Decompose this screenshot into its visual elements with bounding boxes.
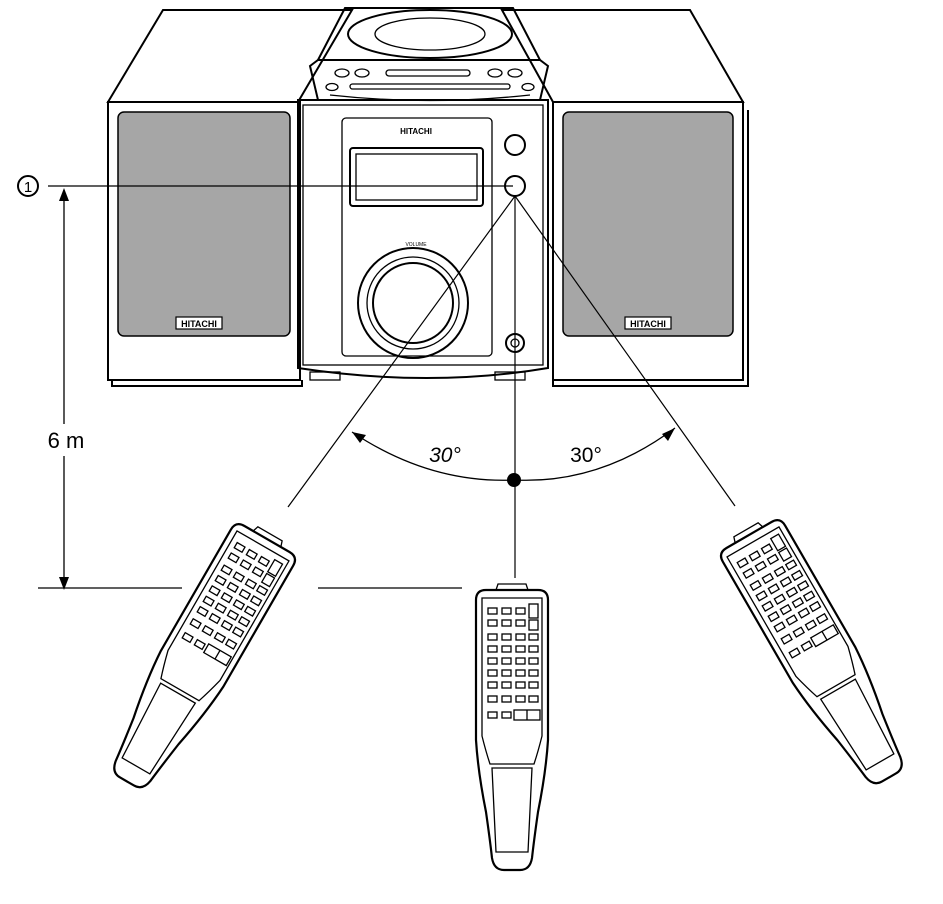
left-speaker-logo: HITACHI [181,319,217,329]
power-button [504,134,526,156]
main-unit-logo: HITACHI [400,127,432,136]
display-window [349,147,484,207]
volume-label: VOLUME [405,242,427,248]
right-speaker-logo: HITACHI [630,319,666,329]
left-speaker-grille [117,111,291,337]
distance-label: 6 m [48,428,85,453]
angle-left-label: 30° [429,444,461,467]
callout-1: 1 [17,175,39,197]
right-speaker: HITACHI [500,9,749,387]
main-unit: HITACHI VOLUME [297,7,550,381]
remote-left [94,514,303,801]
range-lines [38,185,736,590]
remote-center [474,582,550,872]
cd-lid [347,9,513,59]
top-buttons [325,68,535,102]
angle-arc [351,427,676,481]
remote-right [713,510,922,797]
left-speaker: HITACHI [106,9,354,387]
center-point [507,473,521,487]
volume-knob [357,247,469,359]
right-speaker-grille [562,111,734,337]
svg-text:1: 1 [24,179,32,196]
angle-right-label: 30° [570,444,602,467]
